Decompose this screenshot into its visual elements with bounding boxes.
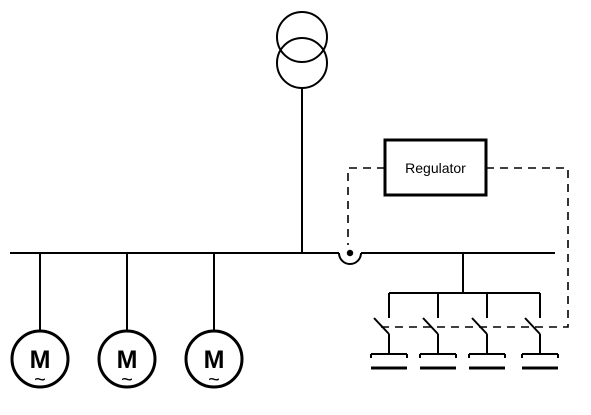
motor-tilde: ~ — [34, 369, 46, 391]
motor-tilde: ~ — [208, 369, 220, 391]
switch-icon — [471, 317, 488, 335]
motor-label: M — [30, 346, 51, 374]
capacitor-branch-3 — [468, 293, 506, 370]
regulator-label: Regulator — [405, 160, 466, 176]
capacitor-branch-2 — [419, 293, 457, 370]
motor-feeder-1: M ~ — [10, 253, 70, 391]
current-sensor-dot — [346, 249, 354, 257]
transformer-icon — [276, 11, 328, 253]
switch-icon — [422, 317, 439, 335]
current-sensor-icon — [338, 249, 362, 265]
motor-label: M — [204, 346, 225, 374]
regulator-control-dashed-line — [378, 167, 569, 328]
capacitor-branch-1 — [370, 293, 408, 370]
capacitor-branch-4 — [521, 293, 559, 370]
transformer-upper-winding — [276, 11, 328, 63]
motor-feeder-3: M ~ — [184, 253, 244, 391]
sensor-to-regulator-dashed-line — [347, 167, 385, 245]
regulator-block: Regulator — [383, 138, 488, 197]
motor-icon — [97, 329, 157, 389]
current-sensor-arc — [338, 252, 362, 265]
motor-icon — [10, 329, 70, 389]
motor-feeder-2: M ~ — [97, 253, 157, 391]
motor-tilde: ~ — [121, 369, 133, 391]
motor-icon — [184, 329, 244, 389]
motor-label: M — [117, 346, 138, 374]
switch-icon — [373, 317, 390, 335]
switch-icon — [524, 317, 541, 335]
